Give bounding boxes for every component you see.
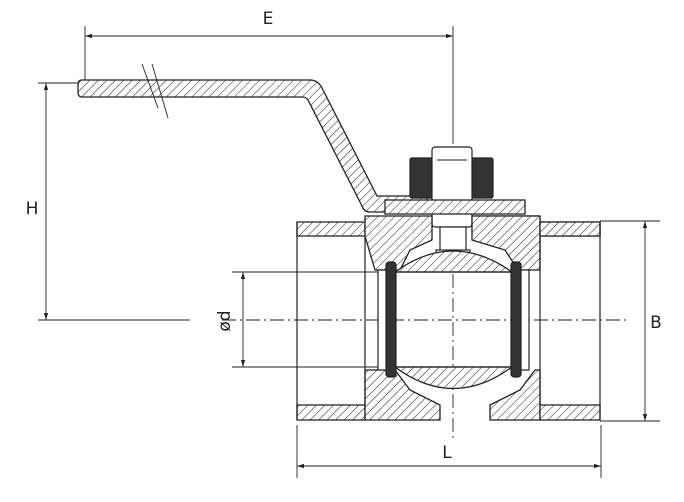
lever-handle (77, 63, 428, 213)
dimension-b: B (600, 220, 662, 422)
dimension-d-label: ød (215, 310, 235, 331)
dimension-l-label: L (442, 443, 452, 463)
dimension-e-label: E (263, 9, 274, 29)
seats (377, 261, 530, 378)
dimension-e: E (84, 9, 454, 130)
dimension-h-label: H (26, 199, 39, 219)
dimension-b-label: B (650, 313, 662, 333)
dimension-h: H (26, 82, 190, 321)
dimension-l: L (296, 425, 602, 478)
valve-body (296, 199, 601, 421)
ball (392, 250, 515, 390)
dimension-d: ød (215, 271, 400, 368)
